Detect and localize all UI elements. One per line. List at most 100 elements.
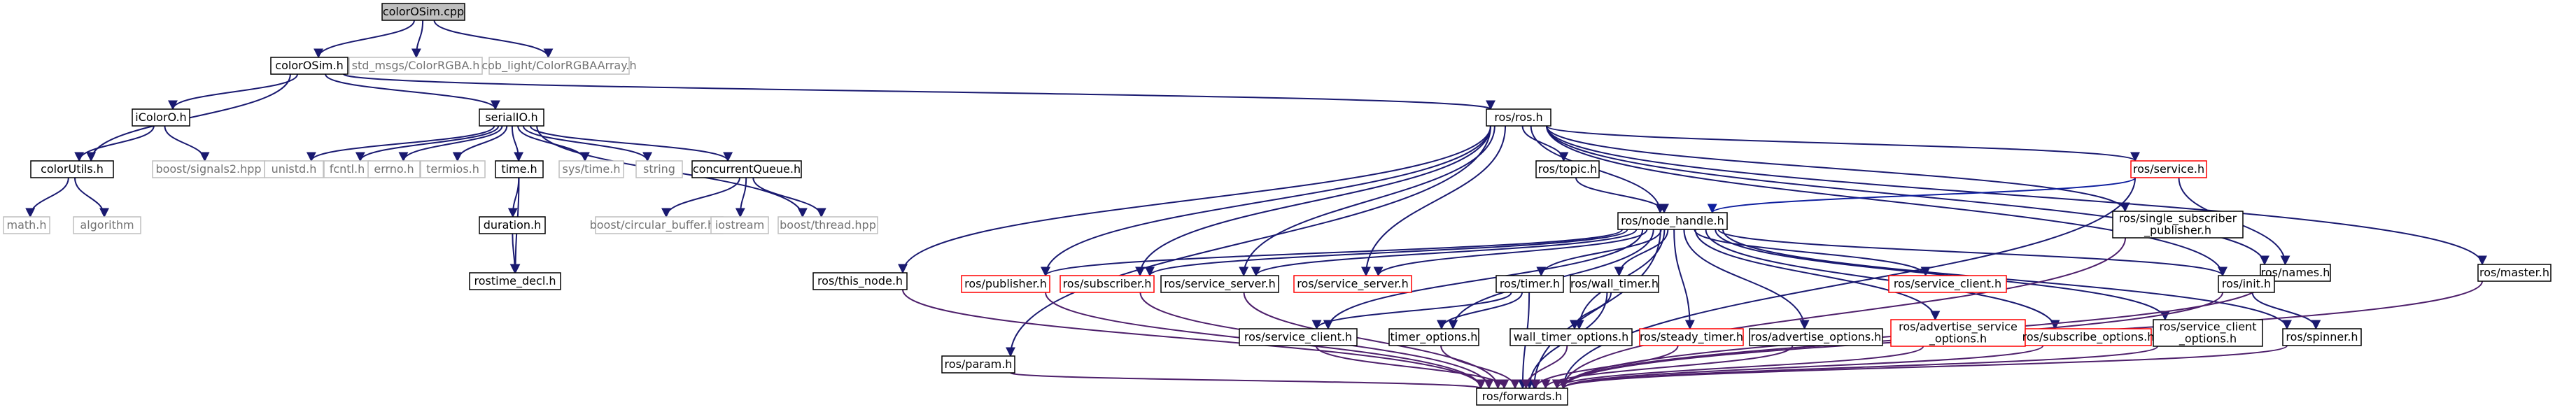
edge-serialio_h-to-string — [522, 125, 653, 162]
node-ros_subscriber[interactable]: ros/subscriber.h — [1060, 275, 1155, 293]
node-ros_timer[interactable]: ros/timer.h — [1495, 275, 1564, 293]
edge-ros_node_handle-to-ros_service_client_options — [1715, 229, 2170, 321]
node-box-ros_subscribe_options — [2025, 328, 2152, 346]
node-box-cob_light — [488, 57, 630, 75]
edge-ros_ros_h-to-ros_init — [1546, 125, 2227, 277]
node-fcntl_h: fcntl.h — [323, 160, 371, 178]
node-label-ros_timer: ros/timer.h — [1500, 277, 1560, 290]
edge-ros_node_handle-to-ros_service_client1 — [1694, 229, 1931, 277]
edge-ros_node_handle-to-ros_timer — [1536, 229, 1662, 277]
node-label-timer_options: timer_options.h — [1391, 330, 1478, 344]
node-ros_service_client2[interactable]: ros/service_client.h — [1239, 328, 1358, 346]
node-label-ros_subscriber: ros/subscriber.h — [1063, 277, 1152, 290]
node-ros_topic[interactable]: ros/topic.h — [1535, 160, 1600, 178]
node-label-colorutils_h: colorUtils.h — [41, 162, 104, 176]
node-ros_init[interactable]: ros/init.h — [2218, 275, 2275, 293]
node-ros_spinner[interactable]: ros/spinner.h — [2282, 328, 2362, 346]
node-label-concurrent_queue: concurrentQueue.h — [693, 162, 801, 176]
edge-colorosim_cpp-to-cob_light — [433, 20, 554, 59]
node-label-ros_param: ros/param.h — [945, 357, 1013, 371]
node-cob_light: cob_light/ColorRGBAArray.h — [481, 57, 637, 75]
node-box-serialio_h — [479, 108, 544, 127]
edge-ros_node_handle-to-ros_service_server1 — [1251, 229, 1638, 277]
node-box-ros_topic — [1535, 160, 1600, 178]
node-box-ros_advertise_options — [1749, 328, 1883, 346]
node-math_h: math.h — [3, 216, 50, 234]
edge-colorosim_h-to-icoloro_h — [168, 73, 299, 111]
node-ros_ros_h[interactable]: ros/ros.h — [1486, 108, 1551, 127]
edge-ros_node_handle-to-ros_subscribe_options — [1705, 229, 2060, 330]
node-box-ros_forwards — [1476, 388, 1568, 406]
node-label-ros_forwards: ros/forwards.h — [1482, 390, 1563, 403]
node-ros_steady_timer[interactable]: ros/steady_timer.h — [1639, 328, 1744, 346]
edge-ros_ros_h-to-ros_service_server2 — [1360, 125, 1507, 277]
node-wall_timer_options[interactable]: wall_timer_options.h — [1509, 328, 1633, 346]
edge-ros_timer-to-timer_options — [1437, 292, 1523, 330]
node-timer_options[interactable]: timer_options.h — [1388, 328, 1479, 346]
node-box-ros_service — [2130, 160, 2207, 178]
node-label-ros_init: ros/init.h — [2222, 277, 2271, 290]
node-ros_publisher[interactable]: ros/publisher.h — [961, 275, 1050, 293]
node-box-colorosim_cpp — [381, 3, 465, 21]
node-rostime_decl_h[interactable]: rostime_decl.h — [469, 272, 561, 290]
node-boost_signals2: boost/signals2.hpp — [152, 160, 265, 178]
node-box-ros_service_server1 — [1160, 275, 1279, 293]
node-label-ros_this_node: ros/this_node.h — [817, 274, 903, 288]
node-ros_this_node[interactable]: ros/this_node.h — [812, 272, 908, 290]
node-colorosim_cpp[interactable]: colorOSim.cpp — [381, 3, 465, 21]
edge-ros_subscribe_options-to-ros_forwards — [1558, 345, 2044, 390]
node-label-ros_adv_service_options: ros/advertise_service_options.h — [1899, 320, 2018, 346]
node-ros_subscribe_options[interactable]: ros/subscribe_options.h — [2022, 328, 2155, 346]
node-ros_wall_timer[interactable]: ros/wall_timer.h — [1570, 275, 1659, 293]
node-box-iostream — [710, 216, 769, 234]
node-box-boost_thread — [777, 216, 878, 234]
node-time_h[interactable]: time.h — [495, 160, 544, 178]
node-label-icoloro_h: iColorO.h — [135, 111, 186, 124]
edge-ros_spinner-to-ros_forwards — [1558, 345, 2288, 390]
node-box-ros_node_handle — [1617, 212, 1728, 230]
edge-ros_node_handle-to-ros_steady_timer — [1673, 229, 1695, 330]
node-label-ros_master: ros/master.h — [2479, 266, 2549, 279]
node-ros_param[interactable]: ros/param.h — [941, 355, 1015, 374]
node-ros_service_client1[interactable]: ros/service_client.h — [1888, 275, 2007, 293]
node-box-ros_spinner — [2282, 328, 2362, 346]
node-serialio_h[interactable]: serialIO.h — [479, 108, 544, 127]
node-label-errno_h: errno.h — [374, 162, 414, 176]
node-box-ros_service_client2 — [1239, 328, 1358, 346]
node-concurrent_queue[interactable]: concurrentQueue.h — [691, 160, 802, 178]
node-duration_h[interactable]: duration.h — [479, 216, 546, 234]
node-icoloro_h[interactable]: iColorO.h — [132, 108, 190, 127]
node-ros_single_sub[interactable]: ros/single_subscriber_publisher.h — [2112, 211, 2244, 239]
node-box-duration_h — [479, 216, 546, 234]
node-ros_service[interactable]: ros/service.h — [2130, 160, 2207, 178]
node-ros_forwards[interactable]: ros/forwards.h — [1476, 388, 1568, 406]
node-label-termios_h: termios.h — [426, 162, 479, 176]
node-ros_adv_service_options[interactable]: ros/advertise_service_options.h — [1890, 319, 2026, 347]
node-colorutils_h[interactable]: colorUtils.h — [30, 160, 114, 178]
node-ros_master[interactable]: ros/master.h — [2477, 264, 2552, 282]
node-ros_advertise_options[interactable]: ros/advertise_options.h — [1749, 328, 1883, 346]
node-ros_service_client_options[interactable]: ros/service_client_options.h — [2153, 319, 2263, 347]
node-box-ros_service_client1 — [1888, 275, 2007, 293]
node-label-fcntl_h: fcntl.h — [330, 162, 365, 176]
edge-ros_node_handle-to-ros_service_client2 — [1323, 229, 1644, 330]
node-box-sys_time_h — [558, 160, 624, 178]
node-label-duration_h: duration.h — [484, 218, 542, 232]
edge-serialio_h-to-fcntl_h — [355, 125, 500, 162]
node-ros_node_handle[interactable]: ros/node_handle.h — [1617, 212, 1728, 230]
node-label-std_msgs: std_msgs/ColorRGBA.h — [352, 59, 480, 73]
node-ros_service_server2[interactable]: ros/service_server.h — [1293, 275, 1412, 293]
node-label-algorithm: algorithm — [80, 218, 134, 232]
edge-ros_service_server1-to-ros_forwards — [1243, 292, 1503, 390]
edge-ros_node_handle-to-ros_advertise_options — [1683, 229, 1810, 330]
node-label-colorosim_h: colorOSim.h — [275, 59, 343, 72]
node-box-ros_single_sub — [2112, 211, 2244, 239]
node-box-ros_param — [941, 355, 1015, 374]
node-colorosim_h[interactable]: colorOSim.h — [270, 57, 349, 75]
node-box-ros_subscriber — [1060, 275, 1155, 293]
edge-ros_ros_h-to-ros_publisher — [1041, 125, 1491, 277]
node-box-rostime_decl_h — [469, 272, 561, 290]
edge-serialio_h-to-unistd_h — [307, 125, 495, 162]
node-ros_service_server1[interactable]: ros/service_server.h — [1160, 275, 1279, 293]
node-label-ros_service_client1: ros/service_client.h — [1894, 277, 2001, 291]
